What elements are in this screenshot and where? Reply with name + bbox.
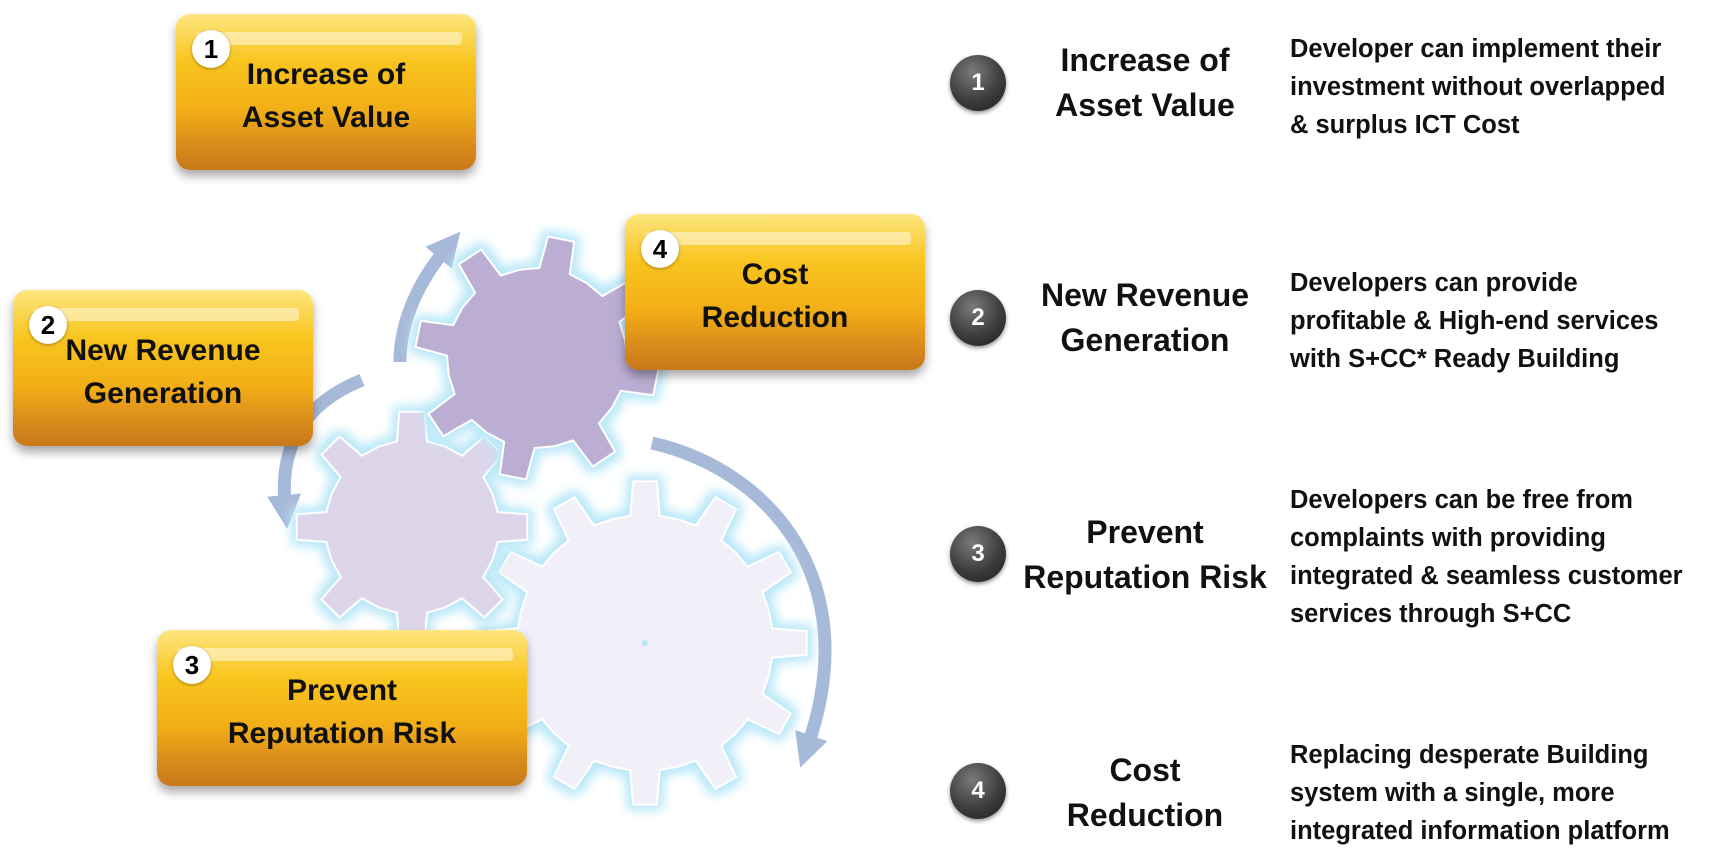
list-item: 1 Increase of Asset Value Developer can … bbox=[0, 22, 1731, 142]
medium-gear bbox=[414, 235, 660, 481]
box-number: 4 bbox=[641, 230, 679, 268]
box-sheen bbox=[33, 308, 299, 321]
box-sheen bbox=[177, 648, 513, 661]
box-number: 1 bbox=[192, 30, 230, 68]
box-cost-reduction: 4 Cost Reduction bbox=[625, 214, 925, 370]
box-label: Increase of Asset Value bbox=[241, 58, 411, 134]
bullet-number: 4 bbox=[950, 763, 1006, 819]
box-sheen bbox=[196, 32, 462, 45]
box-label: Cost Reduction bbox=[701, 258, 849, 334]
box-new-revenue-generation: 2 New Revenue Generation bbox=[13, 290, 313, 446]
list-item: 2 New Revenue Generation Developers can … bbox=[0, 260, 1731, 380]
item-description: Replacing desperate Building system with… bbox=[1290, 741, 1670, 845]
cycle-arrow-top bbox=[393, 231, 461, 363]
item-description: Developers can be free from complaints w… bbox=[1290, 486, 1683, 628]
box-number: 2 bbox=[29, 306, 67, 344]
bullet-number: 2 bbox=[950, 290, 1006, 346]
small-gear bbox=[295, 410, 529, 644]
box-label: New Revenue Generation bbox=[65, 334, 261, 410]
list-item: 3 Prevent Reputation Risk Developers can… bbox=[0, 478, 1731, 628]
item-title: Increase of Asset Value bbox=[1055, 42, 1235, 123]
gear-center-dot bbox=[642, 640, 648, 646]
item-title: Prevent Reputation Risk bbox=[1023, 514, 1267, 595]
box-number: 3 bbox=[173, 646, 211, 684]
box-prevent-reputation-risk: 3 Prevent Reputation Risk bbox=[157, 630, 527, 786]
item-title: New Revenue Generation bbox=[1040, 277, 1250, 358]
item-description: Developer can implement their investment… bbox=[1290, 35, 1666, 139]
list-item: 4 Cost Reduction Replacing desperate Bui… bbox=[0, 737, 1731, 857]
cycle-arrow-right bbox=[650, 436, 832, 768]
box-increase-of-asset-value: 1 Increase of Asset Value bbox=[176, 14, 476, 170]
item-description: Developers can provide profitable & High… bbox=[1290, 269, 1659, 373]
box-label: Prevent Reputation Risk bbox=[227, 674, 457, 750]
box-sheen bbox=[645, 232, 911, 245]
bullet-number: 3 bbox=[950, 526, 1006, 582]
bullet-number: 1 bbox=[950, 55, 1006, 111]
item-title: Cost Reduction bbox=[1066, 752, 1224, 833]
